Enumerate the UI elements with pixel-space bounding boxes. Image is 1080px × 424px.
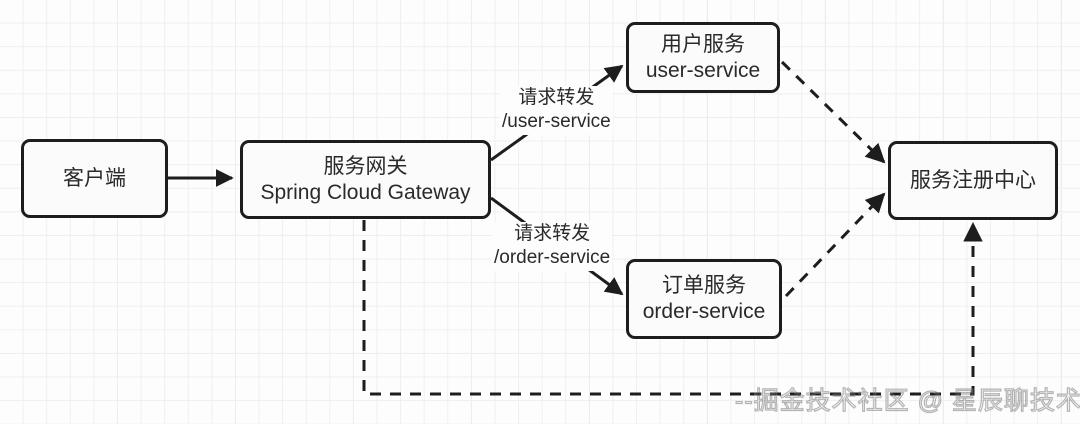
node-order-service[interactable]: 订单服务 order-service	[626, 259, 782, 339]
edge-user-service-to-registry	[780, 60, 886, 164]
edge-label-to-order-service-line2: /order-service	[492, 246, 613, 271]
edge-label-to-user-service-line1: 请求转发	[500, 86, 613, 111]
edge-order-service-to-registry	[784, 192, 886, 298]
node-user-service-label-secondary: user-service	[645, 58, 761, 82]
node-gateway-label-primary: 服务网关	[323, 154, 408, 178]
node-user-service[interactable]: 用户服务 user-service	[626, 22, 780, 93]
node-client[interactable]: 客户端	[21, 139, 168, 218]
node-service-registry-label: 服务注册中心	[910, 168, 1036, 192]
node-gateway-label-secondary: Spring Cloud Gateway	[260, 180, 471, 204]
edge-label-to-order-service: 请求转发 /order-service	[492, 222, 613, 271]
edge-gateway-to-registry	[362, 220, 983, 396]
node-order-service-label-primary: 订单服务	[662, 274, 746, 298]
watermark: --掘金技术社区 @ 星辰聊技术	[734, 386, 1080, 415]
node-service-registry[interactable]: 服务注册中心	[888, 141, 1058, 220]
edge-label-to-user-service: 请求转发 /user-service	[500, 86, 613, 135]
node-client-label: 客户端	[63, 166, 126, 190]
edge-label-to-user-service-line2: /user-service	[500, 110, 613, 135]
edge-label-to-order-service-line1: 请求转发	[492, 222, 613, 247]
node-order-service-label-secondary: order-service	[642, 300, 766, 323]
node-gateway[interactable]: 服务网关 Spring Cloud Gateway	[240, 140, 491, 219]
node-user-service-label-primary: 用户服务	[661, 32, 745, 56]
